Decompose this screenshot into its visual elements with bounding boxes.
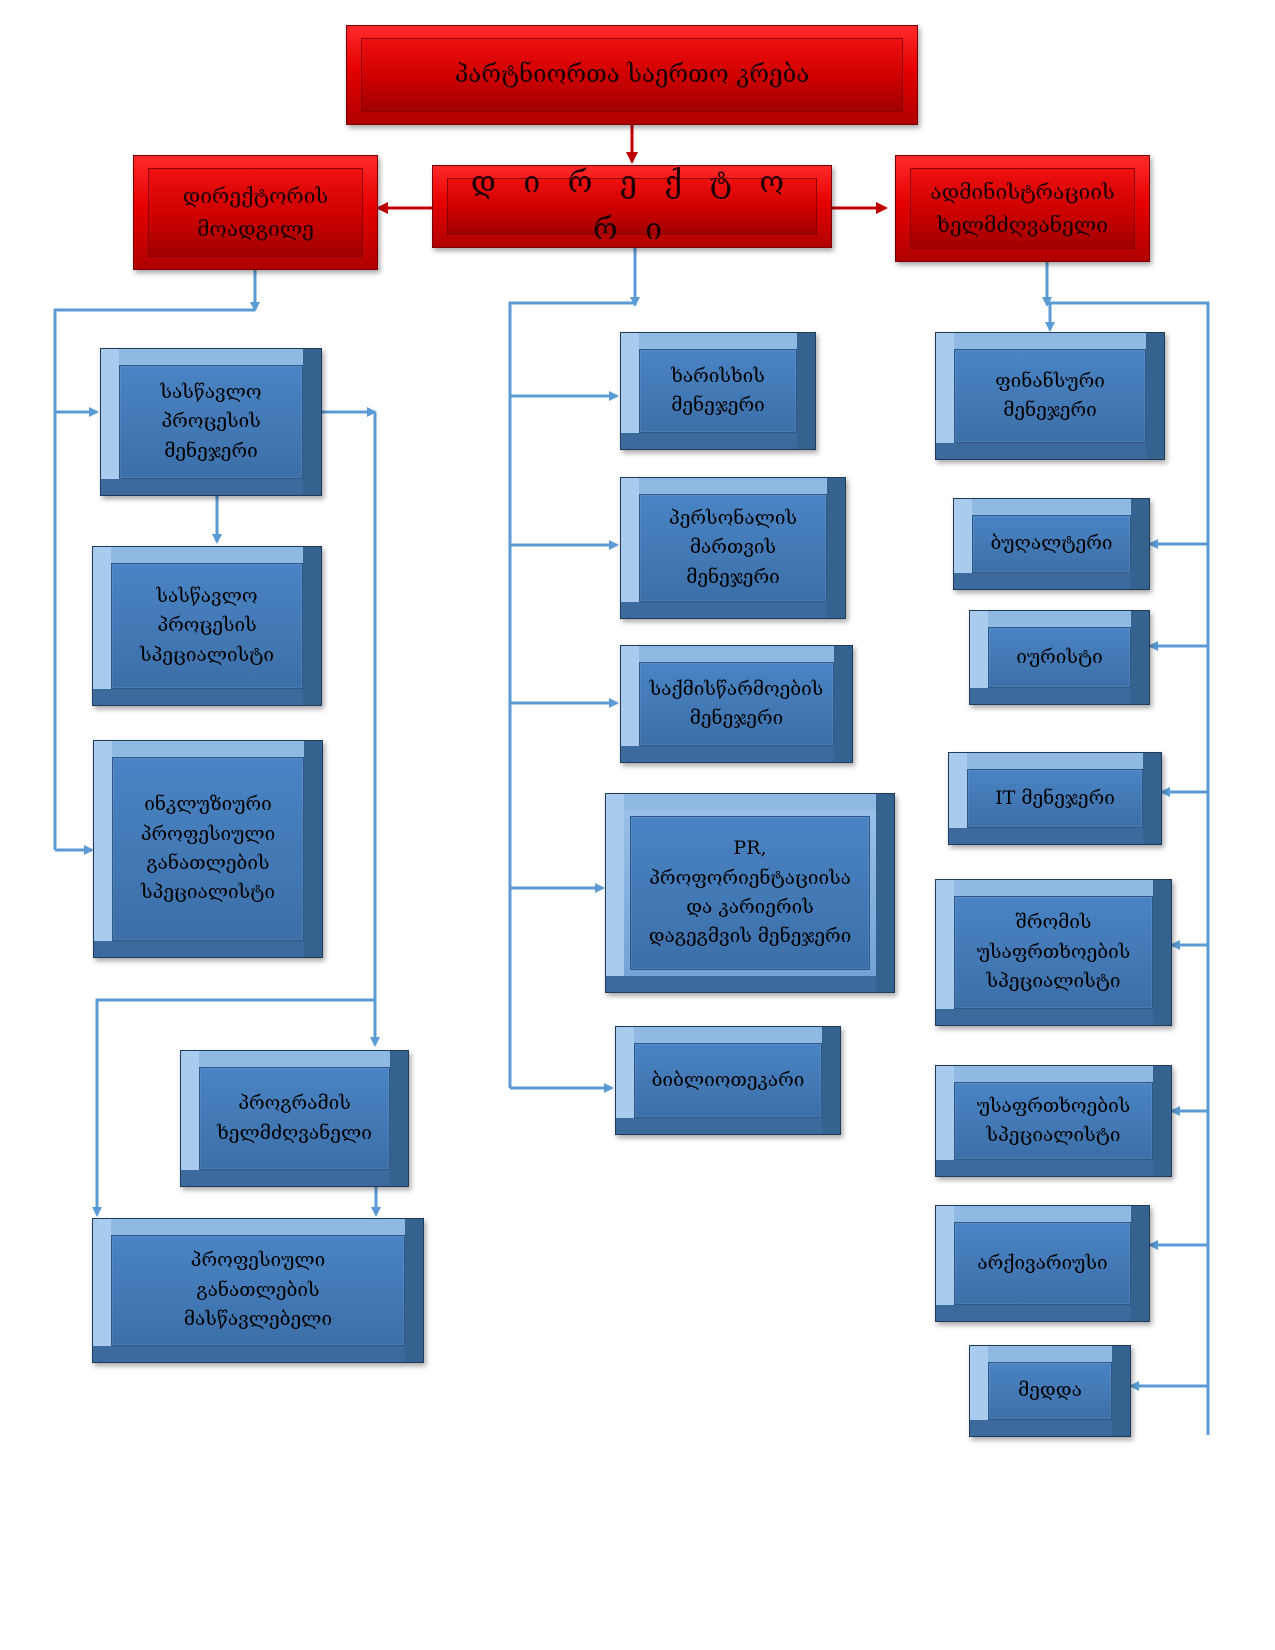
nurse-label: მედდა bbox=[1018, 1379, 1082, 1402]
lawyer-label: იურისტი bbox=[1016, 645, 1103, 668]
finance-manager-box: ფინანსური მენეჯერი bbox=[935, 332, 1165, 460]
librarian-label: ბიბლიოთეკარი bbox=[651, 1068, 805, 1091]
lawyer-box: იურისტი bbox=[969, 610, 1150, 705]
finance-manager-label: ფინანსური მენეჯერი bbox=[995, 369, 1105, 421]
accountant-box: ბუღალტერი bbox=[953, 498, 1150, 590]
inclusive-education-specialist-label: ინკლუზიური პროფესიული განათლების სპეციალ… bbox=[140, 793, 276, 904]
it-manager-label: IT მენეჯერი bbox=[995, 786, 1115, 809]
safety-specialist-box: უსაფრთხოების სპეციალისტი bbox=[935, 1065, 1172, 1177]
archivist-label: არქივარიუსი bbox=[977, 1251, 1108, 1274]
nurse-box: მედდა bbox=[969, 1345, 1131, 1437]
labor-safety-specialist-box: შრომის უსაფრთხოების სპეციალისტი bbox=[935, 879, 1172, 1026]
general-meeting-label: პარტნიორთა საერთო კრება bbox=[454, 60, 810, 89]
quality-manager-label: ხარისხის მენეჯერი bbox=[671, 364, 765, 416]
records-manager-label: საქმისწარმოების მენეჯერი bbox=[649, 677, 824, 729]
general-meeting-box: პარტნიორთა საერთო კრება bbox=[346, 25, 918, 125]
study-process-specialist-box: სასწავლო პროცესის სპეციალისტი bbox=[92, 546, 322, 706]
vocational-teacher-box: პროფესიული განათლების მასწავლებელი bbox=[92, 1218, 424, 1363]
line-middle-trunk bbox=[508, 301, 635, 1088]
accountant-label: ბუღალტერი bbox=[990, 532, 1113, 555]
line-right-spine bbox=[1047, 301, 1210, 1435]
vocational-teacher-label: პროფესიული განათლების მასწავლებელი bbox=[183, 1249, 333, 1331]
labor-safety-specialist-label: შრომის უსაფრთხოების სპეციალისტი bbox=[976, 911, 1131, 993]
quality-manager-box: ხარისხის მენეჯერი bbox=[620, 332, 816, 450]
it-manager-box: IT მენეჯერი bbox=[948, 752, 1162, 845]
hr-manager-label: პერსონალის მართვის მენეჯერი bbox=[668, 506, 798, 588]
admin-head-box: ადმინისტრაციის ხელმძღვანელი bbox=[895, 155, 1150, 262]
director-box: დ ი რ ე ქ ტ ო რ ი bbox=[432, 165, 832, 248]
study-process-manager-box: სასწავლო პროცესის მენეჯერი bbox=[100, 348, 322, 496]
study-process-specialist-label: სასწავლო პროცესის სპეციალისტი bbox=[139, 584, 275, 666]
archivist-box: არქივარიუსი bbox=[935, 1205, 1150, 1322]
study-process-manager-label: სასწავლო პროცესის მენეჯერი bbox=[160, 380, 262, 462]
safety-specialist-label: უსაფრთხოების სპეციალისტი bbox=[976, 1094, 1131, 1146]
line-left-loop bbox=[92, 998, 375, 1217]
deputy-director-label: დირექტორის მოადგილე bbox=[182, 183, 329, 241]
deputy-director-box: დირექტორის მოადგილე bbox=[133, 155, 378, 270]
pr-career-manager-label: PR, პროფორიენტაციისა და კარიერის დაგეგმვ… bbox=[648, 837, 852, 948]
arrow-spine-to-finance bbox=[1045, 301, 1100, 332]
inclusive-education-specialist-box: ინკლუზიური პროფესიული განათლების სპეციალ… bbox=[93, 740, 323, 958]
records-manager-box: საქმისწარმოების მენეჯერი bbox=[620, 645, 853, 763]
director-label: დ ი რ ე ქ ტ ო რ ი bbox=[470, 165, 794, 247]
pr-career-manager-box: PR, პროფორიენტაციისა და კარიერის დაგეგმვ… bbox=[605, 793, 895, 993]
librarian-box: ბიბლიოთეკარი bbox=[615, 1026, 841, 1135]
program-head-box: პროგრამის ხელმძღვანელი bbox=[180, 1050, 409, 1187]
admin-head-label: ადმინისტრაციის ხელმძღვანელი bbox=[930, 179, 1115, 237]
program-head-label: პროგრამის ხელმძღვანელი bbox=[217, 1092, 372, 1144]
line-deputy-trunk bbox=[53, 308, 255, 850]
hr-manager-box: პერსონალის მართვის მენეჯერი bbox=[620, 477, 846, 619]
